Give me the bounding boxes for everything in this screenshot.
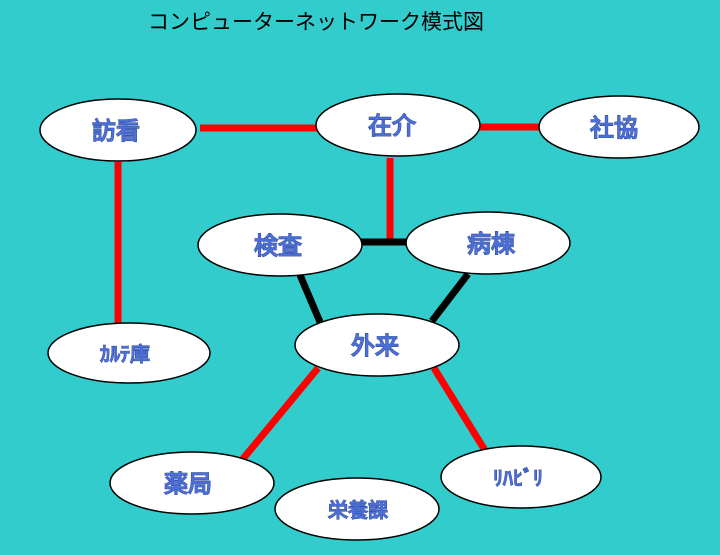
- node-houkan-label: 訪看: [92, 117, 140, 145]
- node-houkan[interactable]: 訪看: [39, 98, 197, 162]
- node-eiyouka[interactable]: 栄養課: [274, 477, 440, 541]
- node-rihabiri[interactable]: ﾘﾊﾋﾞﾘ: [440, 445, 602, 509]
- node-shakyo[interactable]: 社協: [538, 95, 700, 159]
- link-kensa-gairai: [296, 273, 324, 324]
- node-byoto[interactable]: 病棟: [405, 211, 571, 275]
- node-rihabiri-label: ﾘﾊﾋﾞﾘ: [493, 466, 543, 490]
- node-zaikai[interactable]: 在介: [315, 93, 481, 157]
- node-yakkyoku[interactable]: 薬局: [109, 451, 275, 515]
- node-zaikai-label: 在介: [368, 112, 417, 140]
- node-eiyouka-label: 栄養課: [327, 498, 389, 522]
- node-byoto-label: 病棟: [467, 230, 516, 258]
- link-gairai-yakkyoku: [239, 365, 321, 463]
- node-gairai-label: 外来: [351, 332, 400, 360]
- link-byoto-gairai: [429, 271, 471, 324]
- node-karte-label: ｶﾙﾃ庫: [100, 342, 150, 366]
- node-shakyo-label: 社協: [590, 114, 638, 142]
- node-gairai[interactable]: 外来: [294, 313, 460, 377]
- link-gairai-rihabiri: [431, 366, 489, 454]
- node-kensa-label: 検査: [254, 232, 302, 260]
- diagram-title: コンピューターネットワーク模式図: [148, 10, 484, 34]
- node-karte[interactable]: ｶﾙﾃ庫: [47, 322, 211, 384]
- node-kensa[interactable]: 検査: [197, 213, 363, 277]
- node-yakkyoku-label: 薬局: [164, 470, 212, 498]
